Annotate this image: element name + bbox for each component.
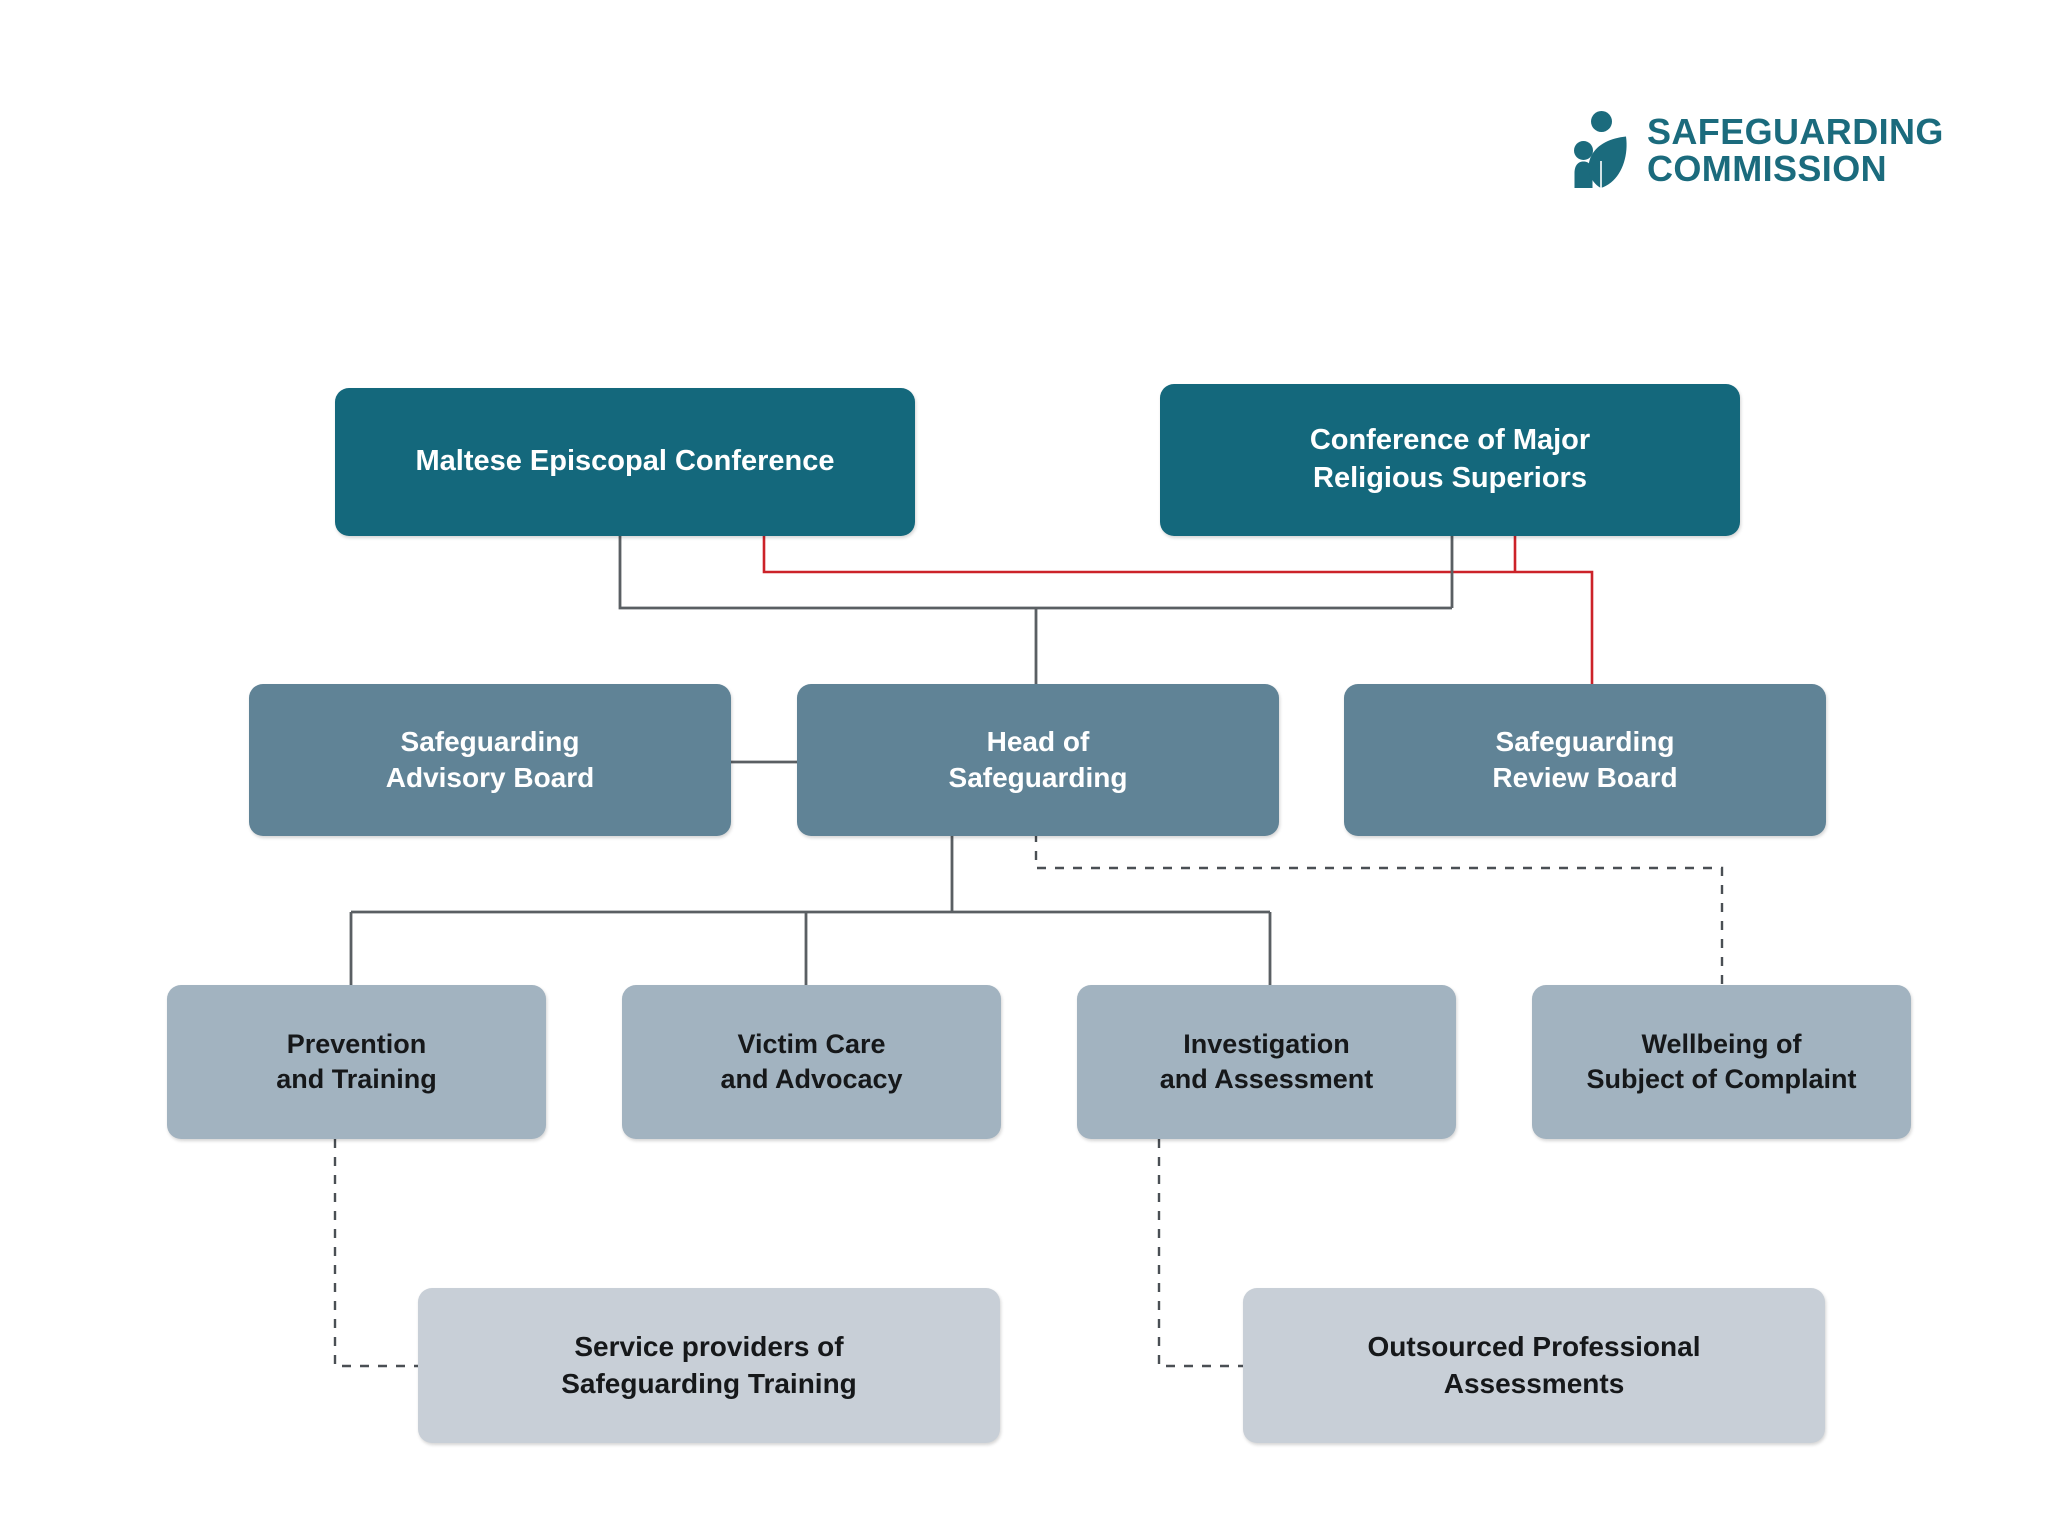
node-outsourced-professional-assessments[interactable]: Outsourced Professional Assessments [1243, 1288, 1825, 1443]
edge-mec-to-hos [618, 536, 1452, 610]
node-head-of-safeguarding[interactable]: Head of Safeguarding [797, 684, 1279, 836]
node-victim-care-and-advocacy[interactable]: Victim Care and Advocacy [622, 985, 1001, 1139]
node-prevention-and-training[interactable]: Prevention and Training [167, 985, 546, 1139]
node-service-providers-of-safeguarding-training[interactable]: Service providers of Safeguarding Traini… [418, 1288, 1000, 1443]
edge-hos-to-wsc [1034, 833, 1724, 985]
node-safeguarding-review-board[interactable]: Safeguarding Review Board [1344, 684, 1826, 836]
node-maltese-episcopal-conference[interactable]: Maltese Episcopal Conference [335, 388, 915, 536]
node-investigation-and-assessment[interactable]: Investigation and Assessment [1077, 985, 1456, 1139]
logo-line-1: SAFEGUARDING [1647, 110, 1944, 152]
edge-iaa-to-opa [1157, 1139, 1243, 1368]
adult-and-child-leaf-icon [1574, 111, 1627, 189]
node-safeguarding-advisory-board[interactable]: Safeguarding Advisory Board [249, 684, 731, 836]
node-conference-of-major-religious-superiors[interactable]: Conference of Major Religious Superiors [1160, 384, 1740, 536]
edge-mec-to-srb [762, 536, 1594, 684]
logo-line-2: COMMISSION [1647, 148, 1888, 189]
logo-wordmark: SAFEGUARDING COMMISSION [1647, 110, 1944, 189]
node-wellbeing-of-subject-of-complaint[interactable]: Wellbeing of Subject of Complaint [1532, 985, 1911, 1139]
safeguarding-commission-logo: SAFEGUARDING COMMISSION [1573, 105, 1943, 195]
edge-pat-to-spst [333, 1139, 418, 1368]
